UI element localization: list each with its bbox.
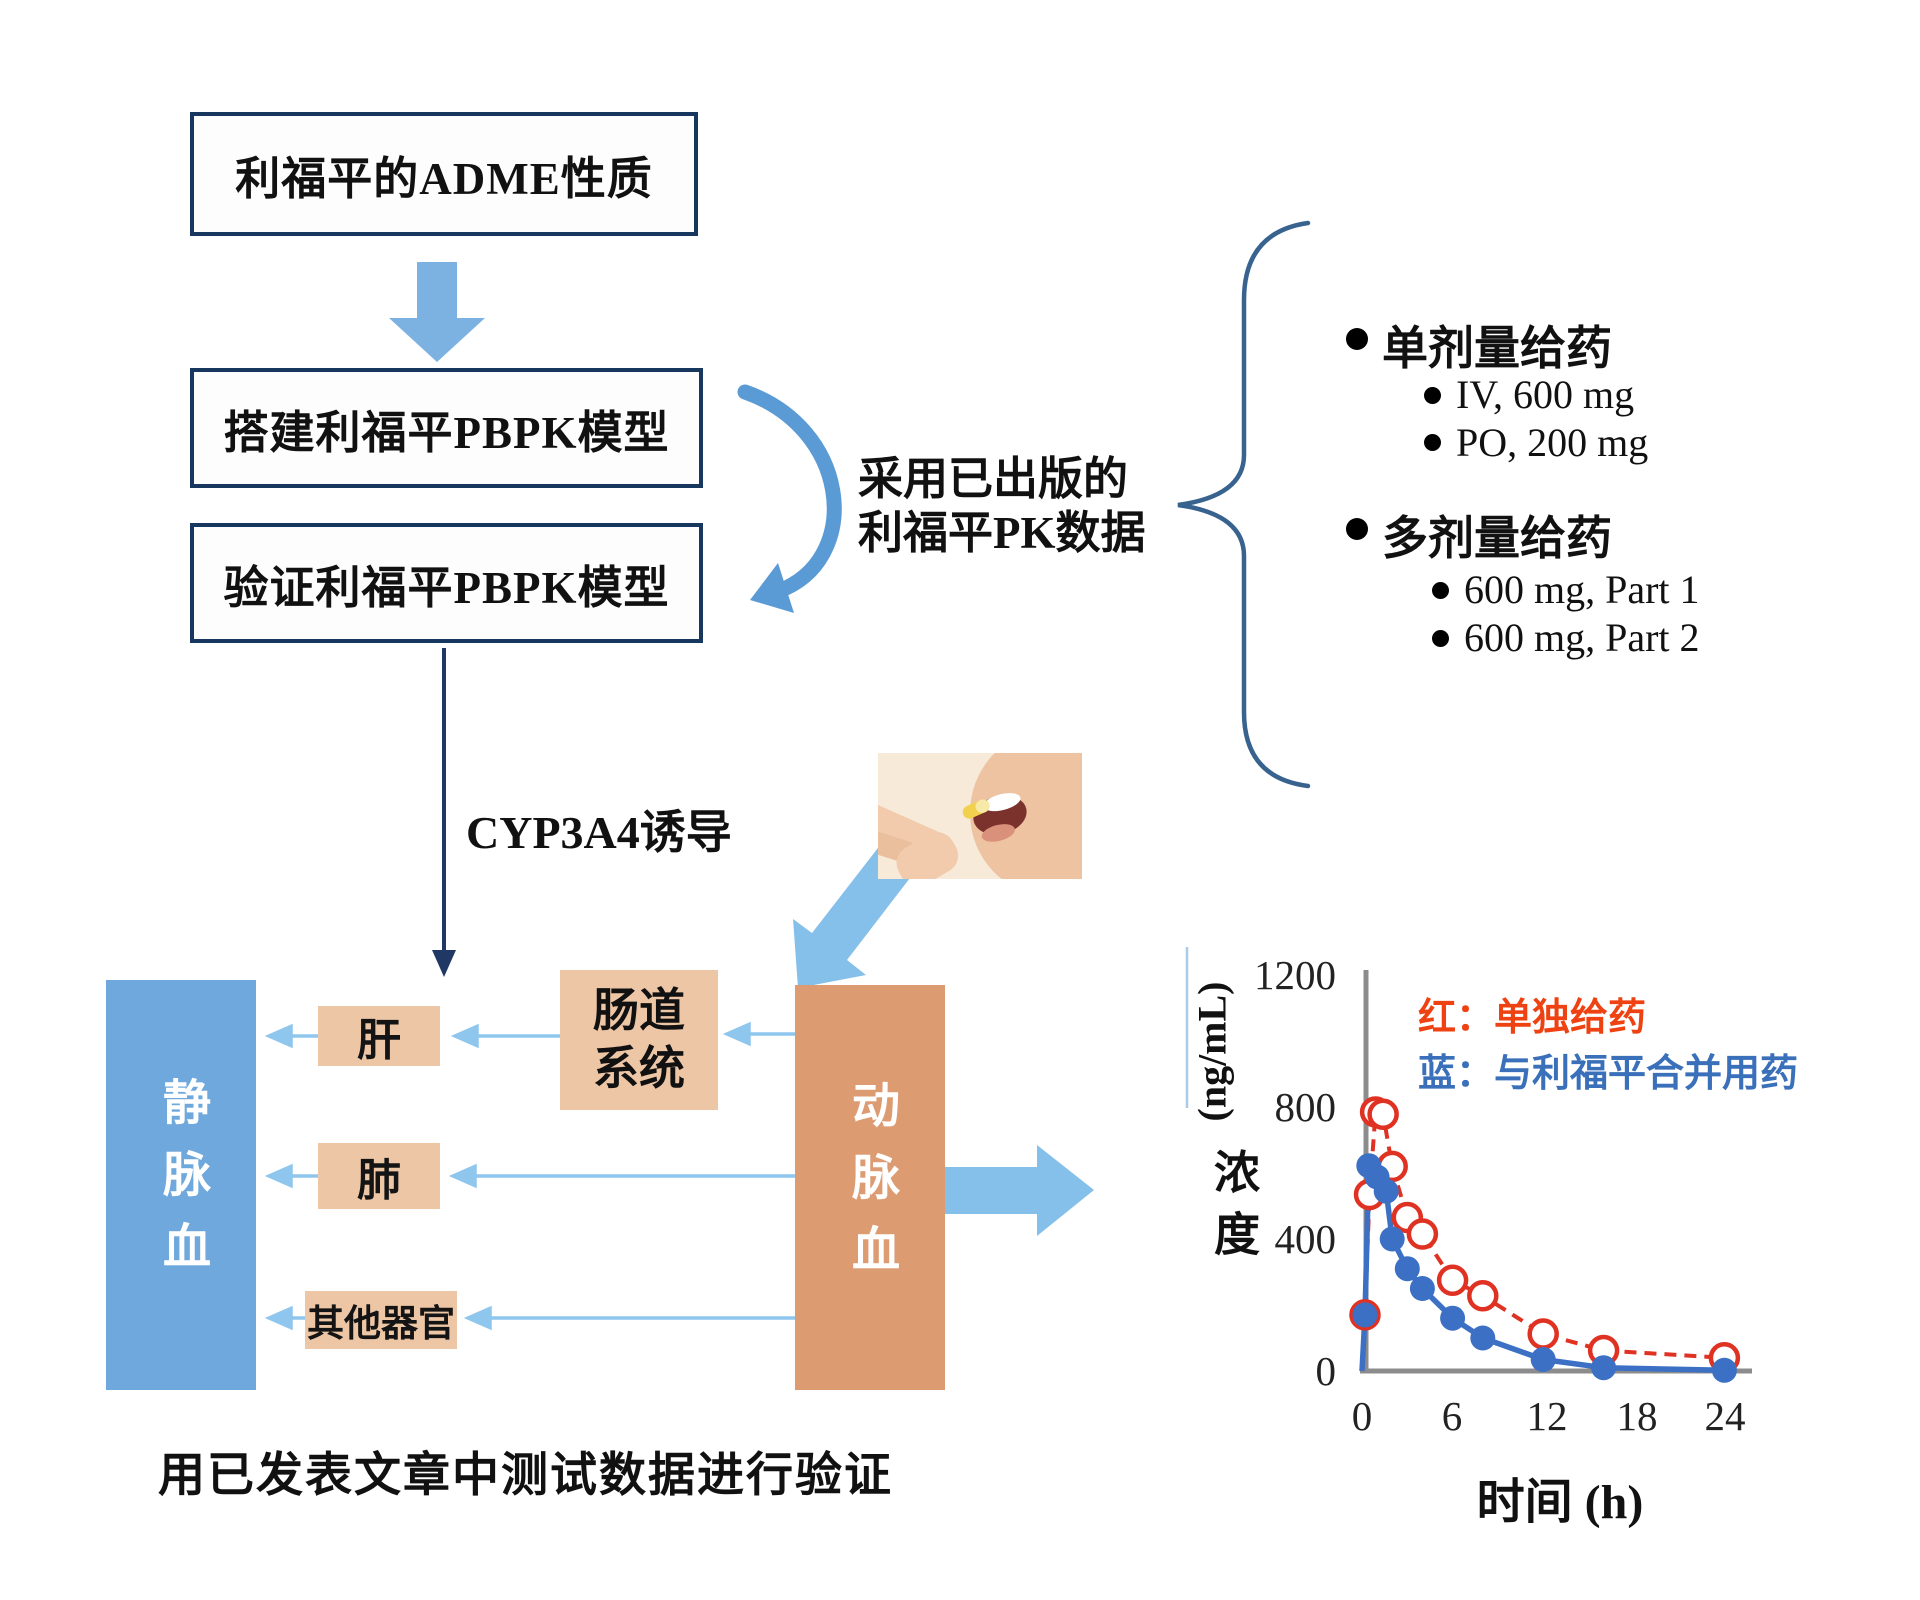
other-organs-box: 其他器官 — [305, 1291, 457, 1349]
lung-label: 肺 — [357, 1156, 401, 1205]
curved-arrow-head-icon — [750, 563, 794, 613]
published-pk-data-note-line1: 采用已出版的 — [858, 454, 1129, 504]
pk-data-point-red — [1436, 1264, 1469, 1297]
brace-icon — [1177, 220, 1311, 789]
legend-blue: 蓝：与利福平合并用药 — [1418, 1053, 1799, 1095]
down-arrow-icon — [389, 262, 485, 362]
bullet-icon — [1424, 434, 1441, 451]
bullet-icon — [1432, 630, 1449, 647]
bullet-icon — [1424, 387, 1441, 404]
arterial-blood-label: 动脉血 — [844, 1079, 897, 1296]
x-tick-6: 6 — [1441, 1393, 1463, 1439]
venous-blood-label: 静脉血 — [155, 1077, 208, 1293]
gut-system-label-line2: 系统 — [593, 1043, 685, 1094]
pk-chart-plot — [1349, 1096, 1741, 1383]
flow-box-build-model: 搭建利福平PBPK模型 — [190, 368, 703, 488]
pk-data-point-red — [1406, 1218, 1439, 1250]
pk-data-point-red — [1467, 1280, 1499, 1312]
flow-box-adme-label: 利福平的ADME性质 — [235, 153, 653, 204]
y-tick-800: 800 — [1274, 1084, 1337, 1130]
pk-data-point-blue — [1440, 1305, 1466, 1331]
legend-red: 红：单独给药 — [1418, 997, 1647, 1039]
pk-data-point-blue — [1470, 1325, 1496, 1351]
pk-data-point-red — [1527, 1318, 1559, 1350]
bullet-icon — [1346, 518, 1368, 540]
validation-caption: 用已发表文章中测试数据进行验证 — [158, 1450, 893, 1502]
published-pk-data-note: 采用已出版的 利福平PK数据 — [858, 452, 1146, 560]
cyp-line-arrowhead-icon — [432, 950, 456, 977]
venous-blood-box: 静脉血 — [106, 980, 256, 1390]
curved-arrow-icon — [737, 384, 842, 596]
cyp3a4-induction-label: CYP3A4诱导 — [466, 807, 732, 858]
hand-shape — [896, 832, 959, 879]
dose-item-iv: IV, 600 mg — [1456, 372, 1635, 417]
flow-box-adme: 利福平的ADME性质 — [190, 112, 698, 236]
x-tick-12: 12 — [1526, 1393, 1568, 1439]
flow-box-validate-model: 验证利福平PBPK模型 — [190, 523, 703, 643]
published-pk-data-note-line2: 利福平PK数据 — [858, 508, 1146, 558]
x-tick-24: 24 — [1704, 1393, 1746, 1439]
dose-group-single-label: 单剂量给药 — [1382, 323, 1612, 374]
pill-taking-photo — [878, 753, 1082, 879]
flow-box-build-model-label: 搭建利福平PBPK模型 — [223, 407, 670, 458]
pk-data-point-blue — [1530, 1347, 1556, 1372]
dose-item-part2: 600 mg, Part 2 — [1464, 615, 1700, 660]
dose-item-po: PO, 200 mg — [1456, 420, 1649, 465]
dose-group-multiple-label: 多剂量给药 — [1382, 513, 1612, 564]
y-axis-title: 浓度 — [1208, 1148, 1259, 1272]
pk-data-point-blue — [1711, 1357, 1737, 1383]
liver-box: 肝 — [318, 1006, 440, 1066]
x-tick-18: 18 — [1616, 1393, 1658, 1439]
lung-box: 肺 — [318, 1143, 440, 1209]
pk-data-point-blue — [1352, 1302, 1378, 1328]
pk-data-point-blue — [1379, 1226, 1405, 1252]
dose-item-part1: 600 mg, Part 1 — [1464, 567, 1700, 612]
gut-system-label: 肠道 系统 — [593, 982, 685, 1098]
other-organs-label: 其他器官 — [307, 1304, 455, 1345]
flow-box-validate-model-label: 验证利福平PBPK模型 — [223, 562, 670, 613]
bullet-icon — [1432, 582, 1449, 599]
gut-system-label-line1: 肠道 — [593, 985, 685, 1036]
pk-data-point-blue — [1591, 1355, 1617, 1381]
bullet-icon — [1346, 328, 1368, 350]
liver-label: 肝 — [357, 1016, 401, 1065]
pk-data-point-blue — [1409, 1276, 1435, 1301]
pk-data-point-red — [1367, 1098, 1399, 1131]
face-shape — [970, 753, 1082, 879]
y-tick-400: 400 — [1274, 1216, 1337, 1262]
capsule-icon — [962, 799, 990, 819]
arterial-output-arrow-icon — [945, 1145, 1094, 1236]
y-tick-1200: 1200 — [1254, 952, 1336, 998]
x-tick-0: 0 — [1351, 1393, 1373, 1439]
pk-data-point-blue — [1394, 1256, 1420, 1282]
arterial-blood-box: 动脉血 — [795, 985, 945, 1390]
x-axis-title: 时间 (h) — [1476, 1476, 1644, 1529]
gut-system-box: 肠道 系统 — [560, 970, 718, 1110]
y-tick-0: 0 — [1315, 1348, 1337, 1394]
pk-data-point-blue — [1373, 1178, 1399, 1204]
